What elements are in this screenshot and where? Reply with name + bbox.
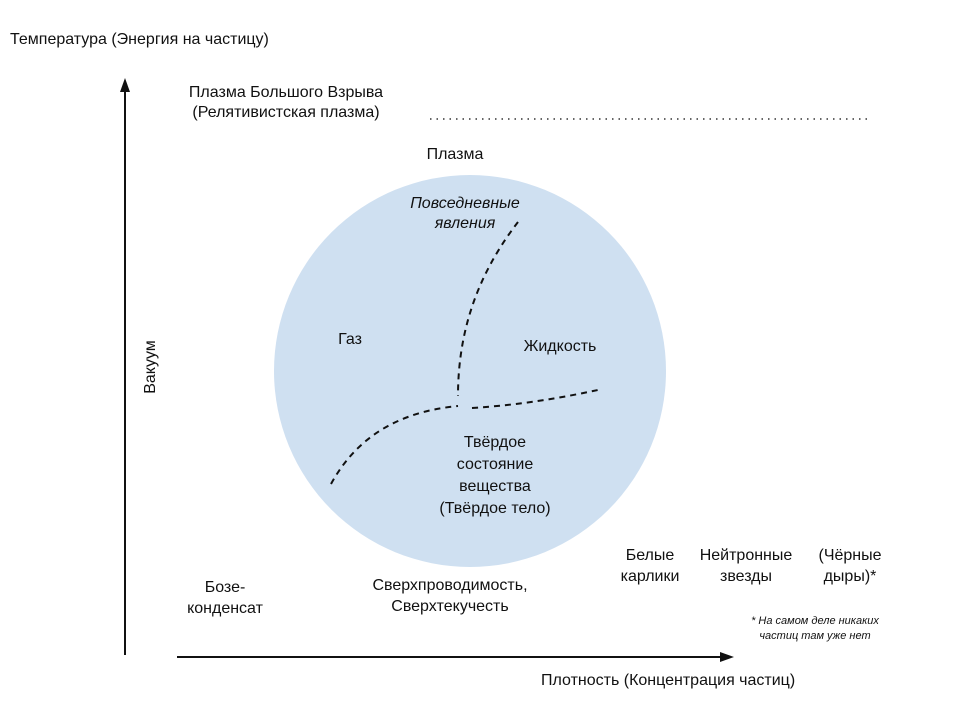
solid-liquid-boundary [471,389,599,409]
y-axis-title: Температура (Энергия на частицу) [10,31,269,48]
white-line-1: Белые [625,547,675,564]
footnote: * На самом деле никаких частиц там уже н… [730,614,900,644]
black-holes-label: (Чёрные дыры)* [800,545,900,587]
super-line-2: Сверхтекучесть [391,598,509,615]
everyday-line-2: явления [434,215,496,232]
black-line-2: дыры)* [823,568,877,585]
solid-line-2: состояние [456,456,534,473]
footnote-line-2: частиц там уже нет [759,630,871,642]
x-axis-title: Плотность (Концентрация частиц) [541,672,796,689]
white-line-2: карлики [620,568,680,585]
neutron-stars-label: Нейтронные звезды [686,545,806,587]
neutron-line-1: Нейтронные [699,547,793,564]
everyday-phenomena-circle [274,175,666,567]
black-line-1: (Чёрные [818,547,882,564]
footnote-line-1: * На самом деле никаких [751,615,879,627]
white-dwarfs-label: Белые карлики [610,545,690,587]
solid-line-3: вещества [459,478,531,495]
y-axis-arrow-icon [120,78,130,92]
solid-label: Твёрдое состояние вещества (Твёрдое тело… [415,432,575,520]
bose-condensate-label: Бозе- конденсат [170,577,280,619]
super-line-1: Сверхпроводимость, [372,577,528,594]
big-bang-line-2: (Релятивистская плазма) [192,104,380,121]
plasma-label: Плазма [426,146,484,163]
liquid-label: Жидкость [523,338,597,355]
bose-line-1: Бозе- [204,579,246,596]
superconductivity-label: Сверхпроводимость, Сверхтекучесть [352,575,548,617]
everyday-phenomena-label: Повседневные явления [390,194,540,234]
gas-label: Газ [338,331,362,348]
solid-gas-boundary [330,405,459,485]
big-bang-line-1: Плазма Большого Взрыва [188,84,384,101]
vacuum-label: Вакуум [142,340,159,394]
solid-line-1: Твёрдое [463,434,527,451]
big-bang-plasma-label: Плазма Большого Взрыва (Релятивистская п… [170,83,402,123]
everyday-line-1: Повседневные [410,195,520,212]
neutron-line-2: звезды [719,568,773,585]
x-axis-arrow-icon [720,652,734,662]
solid-line-4: (Твёрдое тело) [439,500,551,517]
bose-line-2: конденсат [187,600,263,617]
